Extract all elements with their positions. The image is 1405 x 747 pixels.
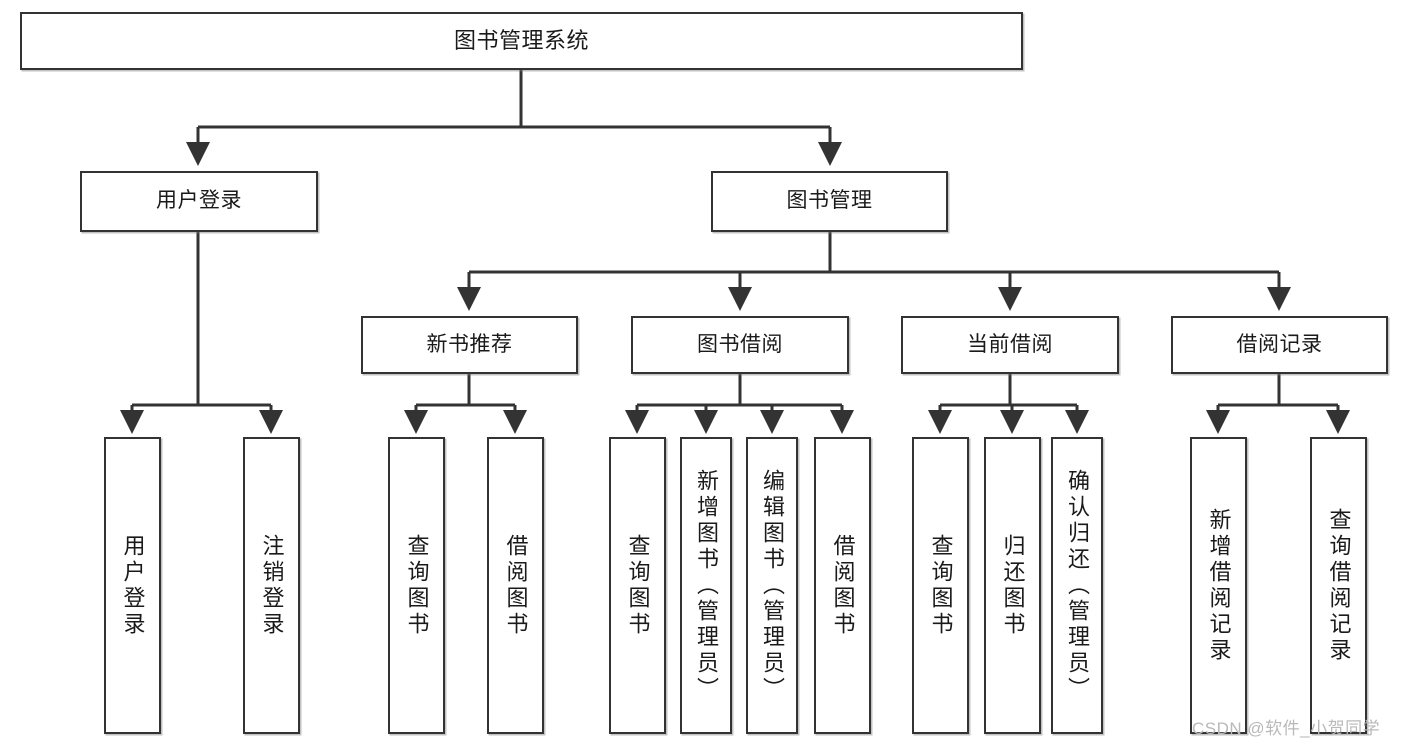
watermark: CSDN @软件_小贺同学 [1192,719,1381,738]
node-label: 新增借阅记录 [1206,507,1232,664]
node-label: 图书管理 [786,189,873,213]
node-root-system[interactable]: 图书管理系统 [20,12,1023,70]
node-borrow-record[interactable]: 借阅记录 [1171,316,1388,374]
node-label: 图书借阅 [697,332,783,356]
node-label: 编辑图书（管理员） [760,468,785,703]
node-user-login[interactable]: 用户登录 [80,171,318,232]
node-label: 当前借阅 [967,332,1053,356]
node-current-borrow[interactable]: 当前借阅 [901,316,1119,374]
node-label: 确认归还（管理员） [1065,468,1090,703]
node-leaf-query-book-1[interactable]: 查询图书 [388,437,445,734]
node-leaf-edit-book[interactable]: 编辑图书（管理员） [746,437,798,734]
node-label: 新书推荐 [426,332,513,356]
node-label: 注销登录 [259,533,285,638]
node-label: 用户登录 [120,533,146,638]
node-label: 借阅图书 [503,533,529,638]
node-leaf-add-book[interactable]: 新增图书（管理员） [680,437,732,734]
node-label: 查询图书 [928,533,954,638]
node-leaf-add-record[interactable]: 新增借阅记录 [1190,437,1247,734]
node-leaf-return-book[interactable]: 归还图书 [984,437,1041,734]
node-leaf-borrow-book-1[interactable]: 借阅图书 [487,437,544,734]
node-label: 用户登录 [156,189,242,213]
node-label: 查询借阅记录 [1326,507,1352,664]
node-label: 图书管理系统 [453,28,589,54]
node-new-book-recommend[interactable]: 新书推荐 [361,316,578,374]
node-leaf-user-logout[interactable]: 注销登录 [243,437,300,734]
node-label: 查询图书 [625,533,651,638]
node-leaf-query-record[interactable]: 查询借阅记录 [1310,437,1367,734]
node-label: 新增图书（管理员） [694,468,719,703]
node-label: 查询图书 [404,533,430,638]
node-leaf-borrow-book-2[interactable]: 借阅图书 [814,437,871,734]
node-book-borrow[interactable]: 图书借阅 [631,316,849,374]
node-leaf-query-book-3[interactable]: 查询图书 [912,437,969,734]
node-leaf-query-book-2[interactable]: 查询图书 [609,437,666,734]
node-book-manage[interactable]: 图书管理 [711,171,948,232]
node-label: 借阅记录 [1236,332,1323,356]
node-leaf-user-login[interactable]: 用户登录 [104,437,161,734]
node-label: 归还图书 [1000,533,1026,638]
node-label: 借阅图书 [830,533,856,638]
node-leaf-confirm-return[interactable]: 确认归还（管理员） [1051,437,1103,734]
